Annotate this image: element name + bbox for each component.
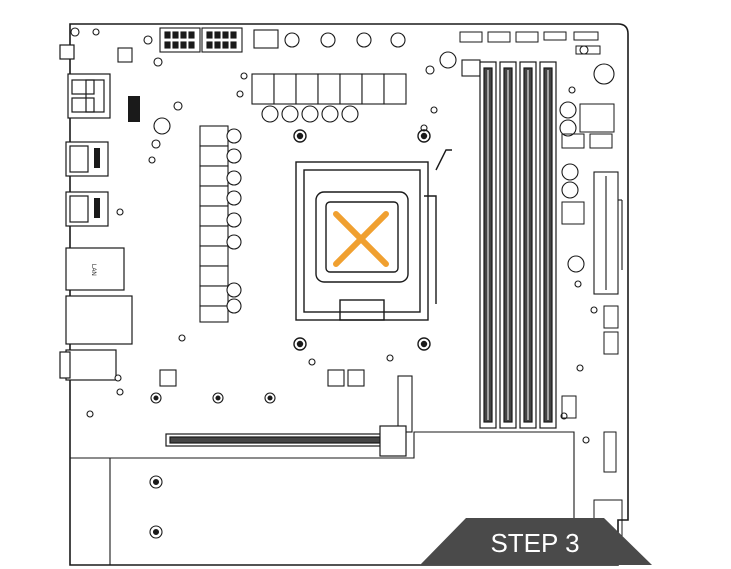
lan-port-label: LAN <box>90 264 96 276</box>
dimm-slot-1 <box>479 61 497 429</box>
top-power-connectors <box>117 27 481 77</box>
top-right-headers <box>459 31 615 225</box>
dimm-slot-3 <box>519 61 537 429</box>
dimm-slot-4 <box>539 61 557 429</box>
dimm-slots <box>479 61 557 429</box>
io-small-parts <box>94 96 140 218</box>
lower-section <box>70 431 575 565</box>
capacitors <box>70 27 615 444</box>
rear-io: LAN <box>59 44 133 381</box>
vrm-top <box>251 73 407 123</box>
cpu-socket <box>293 129 452 351</box>
pcie-slot <box>165 425 407 457</box>
atx-power-connector <box>593 171 623 295</box>
cpu-x-mark <box>333 211 389 267</box>
dimm-slot-2 <box>499 61 517 429</box>
step-banner: STEP 3 <box>420 518 652 565</box>
vrm-left <box>199 125 242 323</box>
step-label: STEP 3 <box>490 528 579 558</box>
